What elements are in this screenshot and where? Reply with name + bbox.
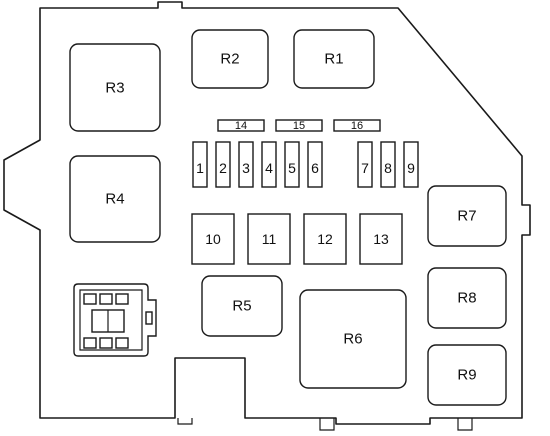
wiring-connector [73, 283, 157, 357]
mounting-tab-left [177, 418, 193, 425]
relay-label: R7 [457, 208, 476, 225]
relay-label: R1 [324, 51, 343, 68]
fuse-9: 9 [403, 141, 419, 188]
relay-label: R6 [343, 331, 362, 348]
fuse-10: 10 [191, 213, 235, 265]
fuse-8: 8 [380, 141, 396, 188]
relay-r1: R1 [293, 29, 375, 89]
relay-label: R2 [220, 51, 239, 68]
fuse-12: 12 [303, 213, 347, 265]
fuse-label: 13 [373, 231, 389, 247]
relay-r5: R5 [201, 275, 283, 337]
fuse-label: 1 [196, 160, 204, 176]
relay-r3: R3 [69, 43, 161, 132]
fuse-label: 11 [262, 231, 277, 247]
fuse-15: 15 [275, 119, 323, 132]
fuse-16: 16 [333, 119, 381, 132]
fuse-label: 3 [242, 160, 250, 176]
fuse-label: 15 [293, 120, 305, 132]
relay-r2: R2 [191, 29, 269, 89]
fuse-7: 7 [357, 141, 373, 188]
relay-label: R4 [105, 191, 124, 208]
fuse-label: 9 [407, 160, 415, 176]
fuse-label: 7 [361, 160, 369, 176]
fuse-label: 12 [317, 231, 333, 247]
fuse-label: 6 [311, 160, 319, 176]
fuse-14: 14 [217, 119, 265, 132]
fuse-2: 2 [215, 141, 231, 188]
relay-label: R3 [105, 80, 124, 97]
mounting-tab-right [457, 418, 473, 431]
relay-r7: R7 [427, 185, 507, 247]
relay-r4: R4 [69, 155, 161, 243]
relay-label: R8 [457, 290, 476, 307]
fuse-label: 5 [288, 160, 296, 176]
fuse-label: 16 [351, 120, 363, 132]
fuse-label: 14 [235, 120, 247, 132]
fuse-6: 6 [307, 141, 323, 188]
fuse-label: 4 [265, 160, 273, 176]
relay-r6: R6 [299, 289, 407, 389]
fuse-label: 8 [384, 160, 392, 176]
fuse-1: 1 [192, 141, 208, 188]
fuse-13: 13 [359, 213, 403, 265]
mounting-tab-center [319, 418, 335, 431]
fuse-4: 4 [261, 141, 277, 188]
relay-r9: R9 [427, 344, 507, 406]
relay-label: R9 [457, 367, 476, 384]
fuse-3: 3 [238, 141, 254, 188]
fuse-11: 11 [247, 213, 291, 265]
relay-r8: R8 [427, 267, 507, 329]
relay-label: R5 [232, 298, 251, 315]
fuse-5: 5 [284, 141, 300, 188]
fuse-label: 10 [205, 231, 221, 247]
fuse-label: 2 [219, 160, 227, 176]
